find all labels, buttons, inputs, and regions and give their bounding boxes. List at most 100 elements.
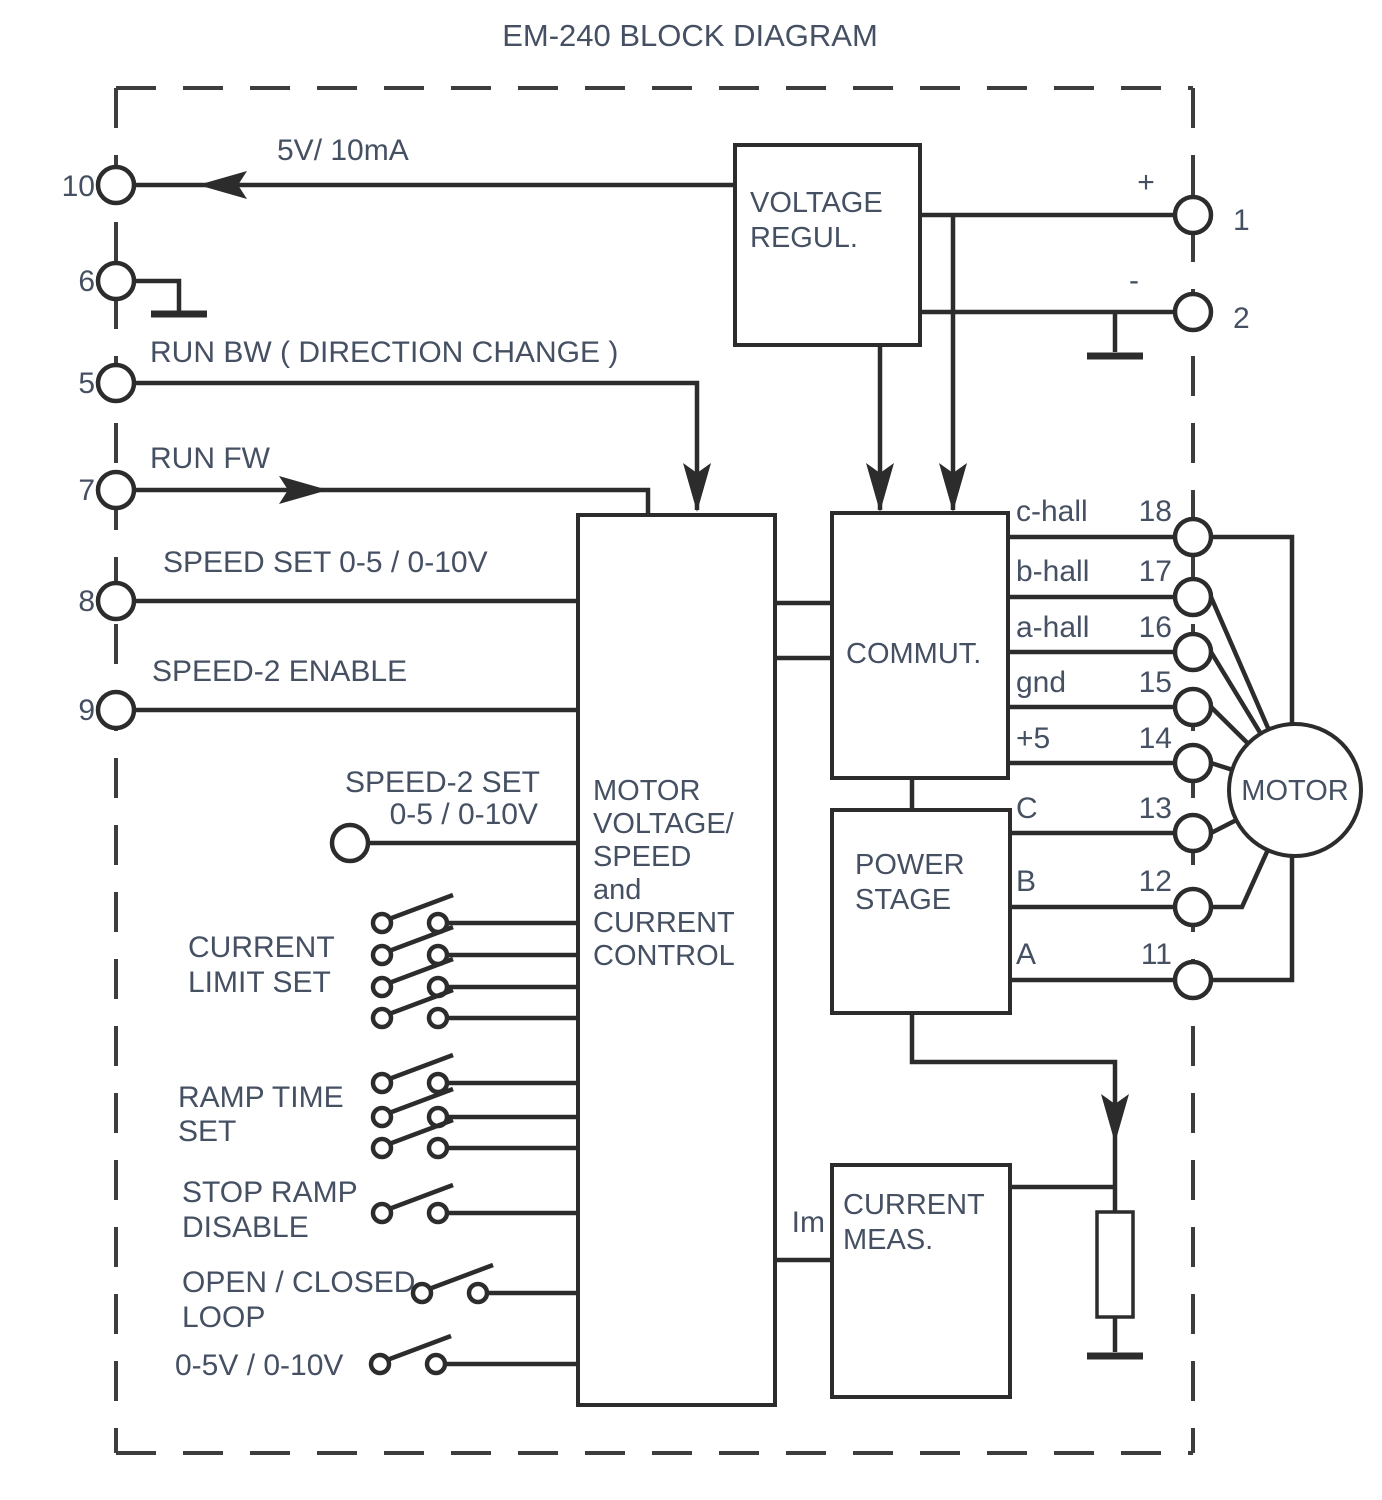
wire-motor-18 [1211, 534, 1295, 790]
label-ramp-time-1: RAMP TIME [178, 1081, 344, 1114]
arrow-down-icon [1101, 1094, 1129, 1143]
arrow-left-icon [198, 171, 247, 199]
shunt-resistor [1095, 1210, 1135, 1319]
label-5v-10ma: 5V/ 10mA [277, 134, 409, 167]
switch-stop-ramp [370, 1182, 578, 1225]
switch-contact-dot [426, 1136, 450, 1160]
label-stop-ramp-2: DISABLE [182, 1211, 309, 1244]
label-a-hall: a-hall [1016, 611, 1089, 644]
terminal-1 [1172, 194, 1214, 236]
switch-lever [428, 1262, 494, 1292]
switch-lever [388, 956, 454, 986]
commut-block [830, 511, 1010, 780]
voltage-regul-block [733, 143, 922, 347]
label-phase-c: C [1016, 792, 1038, 825]
wire-run-fw [134, 487, 651, 515]
label-ramp-time-2: SET [178, 1115, 236, 1148]
control-text-1: MOTOR [593, 775, 700, 807]
switch-contact-dot [426, 1006, 450, 1030]
power-stage-block [830, 808, 1012, 1015]
switch-ramp-time-3 [370, 1117, 578, 1160]
arrow-down-icon [866, 463, 894, 512]
switch-contact-dot [410, 1281, 434, 1305]
switch-contact-dot [370, 975, 394, 999]
switch-contact-dot [426, 1201, 450, 1225]
arrow-right-icon [279, 476, 328, 504]
switch-contact-dot [370, 1006, 394, 1030]
terminal-12 [1172, 886, 1214, 928]
terminal-speed2-set [329, 822, 371, 864]
terminal-2-number: 2 [1233, 302, 1250, 335]
minus-sign: - [1129, 264, 1139, 297]
motor-circle [1227, 722, 1363, 858]
switch-contact-dot [424, 1352, 448, 1376]
switch-lever [388, 1182, 454, 1212]
terminal-14-number: 14 [1139, 722, 1172, 755]
switch-current-limit-1 [370, 892, 578, 935]
terminal-16 [1172, 631, 1214, 673]
label-c-hall: c-hall [1016, 495, 1088, 528]
control-text-2: VOLTAGE/ [593, 808, 735, 840]
terminal-2 [1172, 291, 1214, 333]
switch-contact-dot [368, 1352, 392, 1376]
switch-ramp-time-1 [370, 1052, 578, 1095]
terminal-17-number: 17 [1139, 555, 1172, 588]
switch-contact-dot [370, 1136, 394, 1160]
switch-current-limit-3 [370, 956, 578, 999]
arrow-down-icon [683, 463, 711, 512]
label-phase-a: A [1016, 938, 1036, 971]
control-text-3: SPEED [593, 841, 691, 873]
switch-contact-dot [426, 1071, 450, 1095]
label-open-closed-1: OPEN / CLOSED [182, 1266, 415, 1299]
terminal-14 [1172, 742, 1214, 784]
label-run-bw: RUN BW ( DIRECTION CHANGE ) [150, 336, 618, 369]
terminal-8-number: 8 [78, 585, 95, 618]
terminal-7-number: 7 [78, 474, 95, 507]
switch-lever [388, 892, 454, 922]
terminal-15 [1172, 686, 1214, 728]
switch-ramp-time-2 [370, 1086, 578, 1129]
label-speed2-enable: SPEED-2 ENABLE [152, 655, 407, 688]
switch-open-closed-loop [410, 1262, 578, 1305]
terminal-10-number: 10 [62, 170, 95, 203]
label-run-fw: RUN FW [150, 442, 271, 475]
terminal-11 [1172, 959, 1214, 1001]
control-text-4: and [593, 874, 641, 906]
label-input-range: 0-5V / 0-10V [175, 1349, 343, 1382]
switch-lever [388, 1117, 454, 1147]
switch-current-limit-2 [370, 924, 578, 967]
terminal-10 [95, 164, 137, 206]
terminal-5 [95, 362, 137, 404]
terminal-13 [1172, 812, 1214, 854]
wire-run-bw [134, 380, 700, 510]
switch-lever [388, 924, 454, 954]
label-stop-ramp-1: STOP RAMP [182, 1176, 358, 1209]
terminal-18 [1172, 516, 1214, 558]
control-block [576, 513, 777, 1407]
arrow-down-icon [939, 463, 967, 512]
plus-sign: + [1137, 166, 1155, 199]
terminal-1-number: 1 [1233, 204, 1250, 237]
terminal-8 [95, 580, 137, 622]
terminal-18-number: 18 [1139, 495, 1172, 528]
switch-lever [388, 1052, 454, 1082]
label-current-limit-2: LIMIT SET [188, 966, 331, 999]
power-stage-text-1: POWER [855, 849, 965, 881]
terminal-6 [95, 260, 137, 302]
switch-contact-dot [370, 911, 394, 935]
power-stage-text-2: STAGE [855, 884, 951, 916]
current-meas-text-1: CURRENT [843, 1189, 985, 1221]
label-gnd: gnd [1016, 666, 1066, 699]
switch-lever [386, 1333, 452, 1363]
voltage-regul-text-1: VOLTAGE [750, 187, 883, 219]
control-text-6: CONTROL [593, 940, 735, 972]
switch-input-range [368, 1333, 578, 1376]
label-phase-b: B [1016, 865, 1036, 898]
terminal-5-number: 5 [78, 367, 95, 400]
label-b-hall: b-hall [1016, 555, 1089, 588]
label-im: Im [792, 1206, 825, 1239]
terminal-12-number: 12 [1139, 865, 1172, 898]
switch-contact-dot [370, 1105, 394, 1129]
terminal-17 [1172, 576, 1214, 618]
